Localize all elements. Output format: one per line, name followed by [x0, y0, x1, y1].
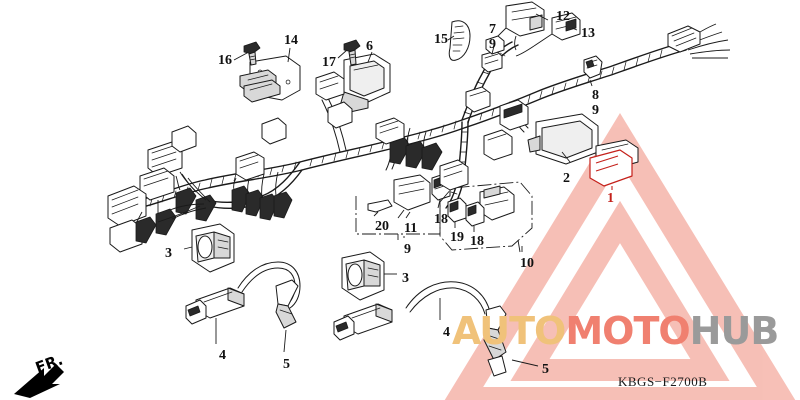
- part-10-relay-block: [479, 185, 515, 221]
- watermark-hub: HUB: [689, 309, 780, 353]
- part-20-cover: [367, 199, 393, 213]
- mid-terminal-cluster: [375, 117, 443, 171]
- part-12-relay: [505, 1, 545, 37]
- callout-number-3a: 3: [165, 246, 172, 261]
- front-direction-arrow: [14, 364, 64, 398]
- harness-connectors: [171, 71, 529, 191]
- part-code-label: KBGS−F2700B: [618, 374, 708, 389]
- part-3-coil-left: [191, 223, 235, 273]
- callout-number-4b: 4: [443, 325, 450, 340]
- callout-number-7: 7: [489, 22, 496, 37]
- part-8-wire-clip: [583, 55, 603, 79]
- callout-number-14: 14: [284, 33, 298, 48]
- group-10-bracket: [439, 181, 533, 253]
- part-3-coil-right: [341, 251, 385, 301]
- callout-number-18a: 18: [434, 212, 448, 227]
- callout-number-11: 11: [404, 221, 418, 236]
- callout-leader-lines: [183, 13, 593, 367]
- callout-number-2: 2: [563, 171, 570, 186]
- callout-number-16: 16: [218, 53, 232, 68]
- part-18-fuse-b: [465, 201, 485, 227]
- callout-number-1: 1: [607, 191, 614, 206]
- callout-number-4a: 4: [219, 348, 226, 363]
- callout-number-5a: 5: [283, 357, 290, 372]
- callout-number-20: 20: [375, 219, 389, 234]
- watermark-text: AUTOMOTOHUB: [452, 309, 780, 353]
- callout-number-3b: 3: [402, 271, 409, 286]
- callout-number-9b: 9: [592, 103, 599, 118]
- callout-number-9a: 9: [489, 37, 496, 52]
- part-4-coil-assembly-right: [333, 281, 507, 377]
- part-4-coil-assembly-left: [185, 261, 301, 329]
- part-17-bolt: [343, 39, 361, 66]
- watermark-auto: AUTO: [452, 309, 566, 353]
- callout-number-12: 12: [556, 9, 570, 24]
- part-15-clamp: [448, 20, 471, 61]
- part-16-bolt: [243, 41, 261, 66]
- center-terminal-bundle: [231, 151, 293, 221]
- part-6-ignition-module: [339, 53, 391, 113]
- part-2-regulator: [527, 113, 599, 165]
- callout-number-15: 15: [434, 32, 448, 47]
- part-19-fuse: [447, 197, 467, 223]
- group-9-bracket: [355, 173, 451, 240]
- callout-number-9c: 9: [404, 242, 411, 257]
- callout-number-8: 8: [592, 88, 599, 103]
- left-connector-cluster: [107, 141, 217, 253]
- part-14-control-unit: [239, 55, 301, 103]
- callout-number-19: 19: [450, 230, 464, 245]
- part-7-connector: [481, 50, 503, 73]
- part-11-relay: [393, 174, 431, 211]
- callout-number-13: 13: [581, 26, 595, 41]
- callout-number-10: 10: [520, 256, 534, 271]
- callout-number-17: 17: [322, 55, 336, 70]
- part-1-highlighted-component: [589, 139, 639, 187]
- callout-number-18b: 18: [470, 234, 484, 249]
- callout-number-5b: 5: [542, 362, 549, 377]
- watermark-moto: MOTO: [565, 309, 690, 353]
- callout-number-6: 6: [366, 39, 373, 54]
- triangle-hazard-logo: [444, 113, 796, 400]
